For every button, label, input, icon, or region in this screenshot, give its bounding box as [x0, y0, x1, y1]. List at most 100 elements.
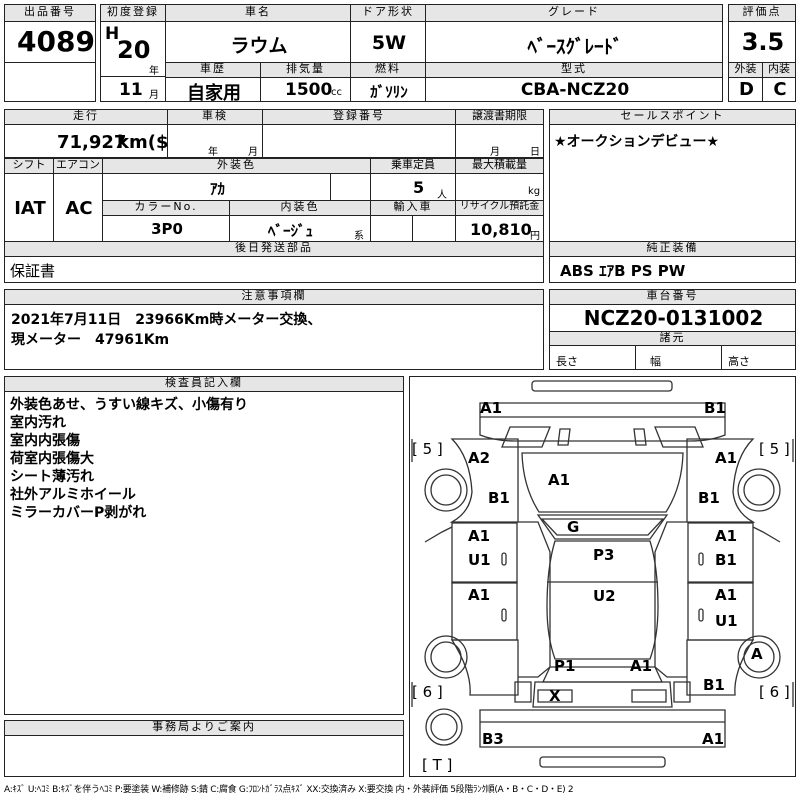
mark-roof-rear: U2	[593, 587, 616, 605]
shift: IAT	[14, 198, 46, 219]
interior-color-box: ﾍﾞｰｼﾞｭ 系	[229, 215, 371, 242]
month: 11	[119, 80, 143, 100]
import-label: 輸入車	[370, 200, 456, 216]
later-parts: 保証書	[10, 262, 56, 280]
load-box: kg	[455, 173, 544, 201]
tire-spare-label: [ T ]	[422, 756, 453, 774]
score: 3.5	[741, 28, 785, 56]
mark-fender-fl-lower: B1	[488, 489, 510, 507]
recycle-label: リサイクル預託金	[455, 200, 544, 216]
inspector-box: 外装色あせ、うすい線キズ、小傷有り 室内汚れ 室内内張傷 荷室内張傷大 シート薄…	[4, 391, 404, 715]
year: 20	[117, 36, 151, 64]
dims-label: 諸元	[549, 331, 796, 346]
legend: A:ｷｽﾞ U:ﾍｺﾐ B:ｷｽﾞを伴うﾍｺﾐ P:要塗装 W:補修跡 S:錆 …	[4, 785, 574, 795]
mark-hood: A1	[548, 471, 571, 489]
color-label: 外装色	[102, 158, 371, 174]
door-label: ドア形状	[350, 4, 426, 22]
height-box: 高さ	[721, 345, 796, 370]
mark-front-bumper-left: A1	[480, 399, 503, 417]
history: 自家用	[187, 83, 241, 104]
inspector-line: ミラーカバーP剥がれ	[10, 505, 147, 521]
insp-year-unit: 年	[208, 147, 218, 158]
tire-rr-label: [ 6 ]	[759, 683, 790, 701]
mark-door-fl-bottom: U1	[468, 551, 491, 569]
mark-fender-fr-lower: B1	[698, 489, 720, 507]
model-label: 型式	[425, 62, 723, 78]
transfer-box: 月 日	[455, 124, 544, 158]
mark-windshield: G	[567, 518, 580, 536]
office-box	[4, 735, 404, 777]
mark-door-fl-top: A1	[468, 527, 491, 545]
mark-roof: P3	[593, 546, 615, 564]
exterior: D	[739, 79, 754, 100]
height-label: 高さ	[728, 355, 750, 368]
inspector-line: 外装色あせ、うすい線キズ、小傷有り	[10, 397, 248, 413]
shift-box: IAT	[4, 173, 54, 242]
sales-point-label: セールスポイント	[549, 109, 796, 125]
reg-no-label: 登録番号	[262, 109, 456, 125]
mark-fender-fl-upper: A2	[468, 449, 491, 467]
color: ｱｶ	[209, 180, 225, 198]
import-box-left	[370, 215, 413, 242]
lot-no-box: 4089	[4, 21, 96, 63]
mark-door-fr-bottom: B1	[715, 551, 737, 569]
shift-label: シフト	[4, 158, 54, 174]
tire-rl-label: [ 6 ]	[412, 683, 443, 701]
width-box: 幅	[635, 345, 722, 370]
model: CBA-NCZ20	[520, 80, 630, 100]
later-parts-label: 後日発送部品	[4, 241, 544, 257]
mark-door-rr-top: A1	[715, 586, 738, 604]
mileage-label: 走行	[4, 109, 168, 125]
color-extra-box	[330, 173, 371, 201]
history-box: 自家用	[165, 77, 261, 104]
length-label: 長さ	[556, 355, 578, 368]
grade-box: ﾍﾞｰｽｸﾞﾚｰﾄﾞ	[425, 21, 723, 63]
exterior-box: D	[728, 77, 763, 102]
mark-door-rl: A1	[468, 586, 491, 604]
color-no: 3P0	[151, 220, 183, 238]
fuel-label: 燃料	[350, 62, 426, 78]
inspector-line: シート薄汚れ	[10, 469, 94, 485]
office-label: 事務局よりご案内	[4, 720, 404, 736]
grade-label: グレード	[425, 4, 723, 22]
transfer-month-unit: 月	[490, 147, 500, 158]
chassis-number: NCZ20-0131002	[583, 306, 764, 330]
load-unit: kg	[528, 186, 541, 197]
mark-quarter-rr: B1	[703, 676, 725, 694]
tire-fr-label: [ 5 ]	[759, 440, 790, 458]
lot-no-label: 出品番号	[4, 4, 96, 22]
score-box: 3.5	[728, 21, 796, 63]
door-box: 5W	[350, 21, 426, 63]
recycle-unit: 円	[530, 231, 540, 242]
transfer-day-unit: 日	[530, 147, 540, 158]
first-reg-box: H 20 年	[100, 21, 166, 77]
mileage-unit: km($)	[117, 132, 177, 153]
score-label: 評価点	[728, 4, 796, 22]
door: 5W	[371, 32, 407, 54]
displacement-unit: cc	[331, 87, 342, 98]
width-label: 幅	[650, 355, 661, 368]
inspector-line: 社外アルミホイール	[10, 487, 136, 503]
inspector-line: 荷室内張傷大	[10, 451, 94, 467]
genuine-box: ABS ｴｱB PS PW	[549, 256, 796, 283]
interior-color-unit: 系	[354, 231, 364, 242]
inspection-label: 車検	[167, 109, 263, 125]
sales-point: ★オークションデビュー★	[554, 134, 720, 150]
import-box-right	[412, 215, 456, 242]
model-box: CBA-NCZ20	[425, 77, 723, 102]
recycle-box: 10,810 円	[455, 215, 544, 242]
genuine: ABS ｴｱB PS PW	[560, 262, 686, 280]
sales-point-box: ★オークションデビュー★	[549, 124, 796, 256]
mileage-box: 71,927 km($)	[4, 124, 177, 158]
car-name-box: ラウム	[165, 21, 351, 63]
length-box: 長さ	[549, 345, 636, 370]
displacement-box: 1500 cc	[260, 77, 351, 102]
car-name-label: 車名	[165, 4, 351, 22]
notes-line-1: 2021年7月11日 23966Km時メーター交換、	[11, 312, 322, 328]
lot-no-bottom-box	[4, 62, 96, 102]
tire-fl-label: [ 5 ]	[412, 440, 443, 458]
month-box: 11 月	[100, 76, 166, 102]
inspector-line: 室内汚れ	[10, 415, 66, 431]
interior-color: ﾍﾞｰｼﾞｭ	[268, 222, 314, 240]
insp-month-unit: 月	[248, 147, 258, 158]
